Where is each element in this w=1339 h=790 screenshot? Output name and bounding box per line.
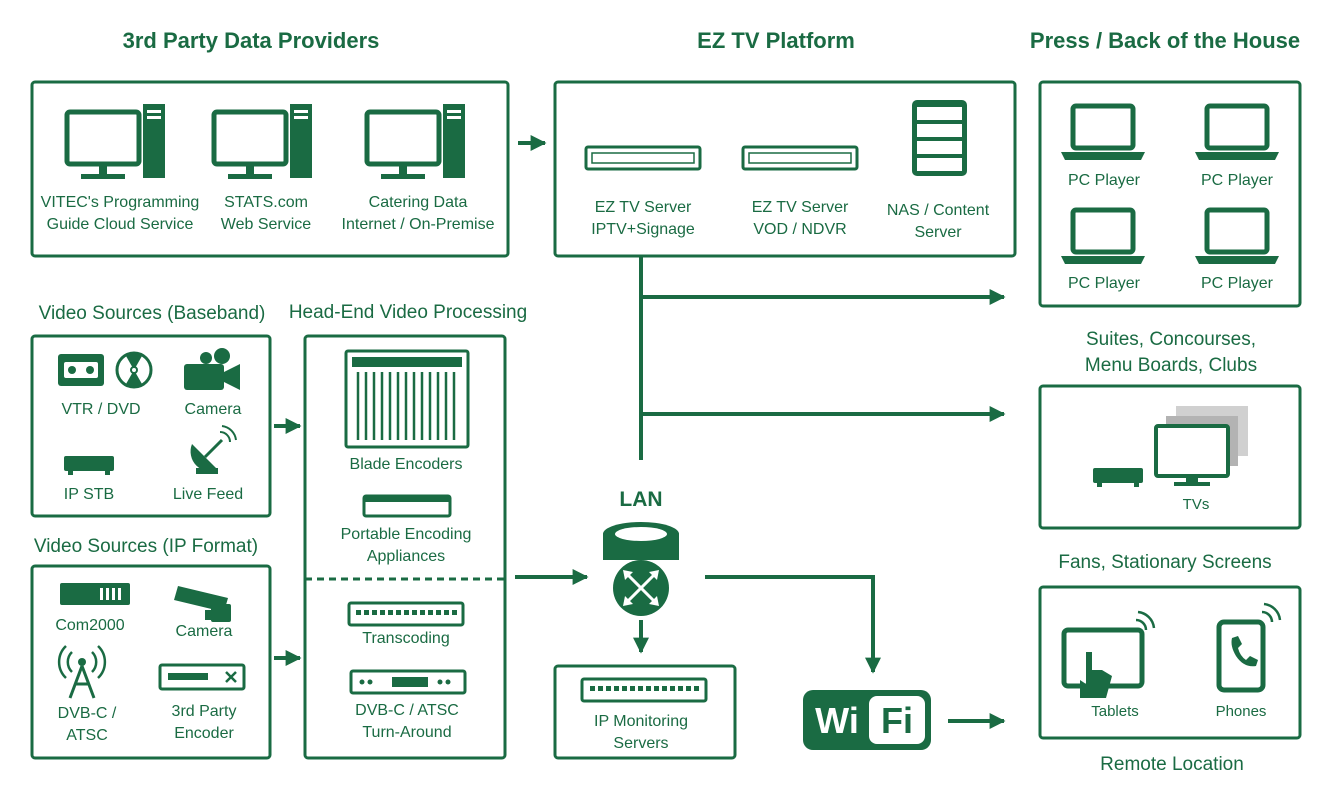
providers-header: 3rd Party Data Providers <box>122 28 380 53</box>
video-camera-icon <box>184 348 240 390</box>
antenna-tower-icon <box>57 645 107 699</box>
fans-header: Fans, Stationary Screens <box>1058 552 1272 573</box>
baseband-panel <box>30 334 272 518</box>
blade-encoders-label: Blade Encoders <box>349 456 463 473</box>
press-header: Press / Back of the House <box>1029 28 1301 53</box>
transcoding-label: Transcoding <box>362 630 450 647</box>
platform-panel <box>553 80 1017 258</box>
pc-player-label: PC Player <box>1200 275 1274 292</box>
dvbc-atsc-label: DVB-C /ATSC <box>57 705 117 744</box>
wifi-logo <box>803 690 931 750</box>
wifi-right-text: Fi <box>881 700 913 741</box>
encoder-icon <box>158 663 246 691</box>
headend-panel <box>303 334 507 760</box>
pc-player-label: PC Player <box>1067 275 1141 292</box>
rack-server-icon <box>584 145 702 171</box>
desktop-computer-icon <box>367 104 465 179</box>
switch-icon <box>580 677 708 703</box>
nas-icon <box>912 100 967 176</box>
baseband-header: Video Sources (Baseband) <box>38 303 266 324</box>
phone-icon <box>1216 602 1282 693</box>
laptop-icon <box>1195 106 1279 160</box>
pc-player-label: PC Player <box>1200 172 1274 189</box>
com2000-label: Com2000 <box>55 617 125 634</box>
vcr-icon <box>58 354 104 386</box>
headend-header: Head-End Video Processing <box>288 302 528 323</box>
tablets-label: Tablets <box>1091 703 1139 720</box>
lan-to-wifi-arrow <box>705 575 881 674</box>
laptop-icon <box>1061 210 1145 264</box>
live-feed-label: Live Feed <box>172 486 244 503</box>
tablet-icon <box>1061 610 1156 698</box>
set-top-box-icon <box>1093 468 1143 487</box>
ipformat-panel <box>30 564 272 760</box>
encoder-icon <box>60 583 130 605</box>
lan-label: LAN <box>619 488 663 511</box>
wifi-left-text: Wi <box>815 700 859 741</box>
switch-icon <box>347 601 465 627</box>
vtr-dvd-label: VTR / DVD <box>61 401 141 418</box>
desktop-computer-icon <box>214 104 312 179</box>
disc-icon <box>115 351 153 389</box>
providers-panel <box>30 80 510 258</box>
set-top-box-icon <box>64 456 114 475</box>
camera-label: Camera <box>184 401 242 418</box>
tv-icon <box>1154 406 1248 486</box>
tvs-label: TVs <box>1182 496 1210 513</box>
rack-server-icon <box>741 145 859 171</box>
remote-header: Remote Location <box>1100 754 1244 775</box>
suites-panel <box>1038 384 1302 530</box>
press-panel <box>1038 80 1302 308</box>
ip-camera-label: Camera <box>175 623 233 640</box>
desktop-computer-icon <box>67 104 165 179</box>
monitoring-panel <box>553 664 737 760</box>
laptop-icon <box>1061 106 1145 160</box>
laptop-icon <box>1195 210 1279 264</box>
appliance-icon <box>362 494 452 518</box>
platform-header: EZ TV Platform <box>697 28 855 53</box>
suites-header: Suites, Concourses,Menu Boards, Clubs <box>1084 329 1258 376</box>
fans-panel <box>1038 585 1302 740</box>
ip-stb-label: IP STB <box>63 486 115 503</box>
decoder-icon <box>349 669 467 695</box>
blade-chassis-icon <box>344 349 470 449</box>
router-icon <box>603 522 679 616</box>
pc-player-label: PC Player <box>1067 172 1141 189</box>
cctv-camera-icon <box>174 586 231 622</box>
ipformat-header: Video Sources (IP Format) <box>33 536 259 557</box>
phones-label: Phones <box>1215 703 1267 720</box>
satellite-dish-icon <box>190 425 237 474</box>
